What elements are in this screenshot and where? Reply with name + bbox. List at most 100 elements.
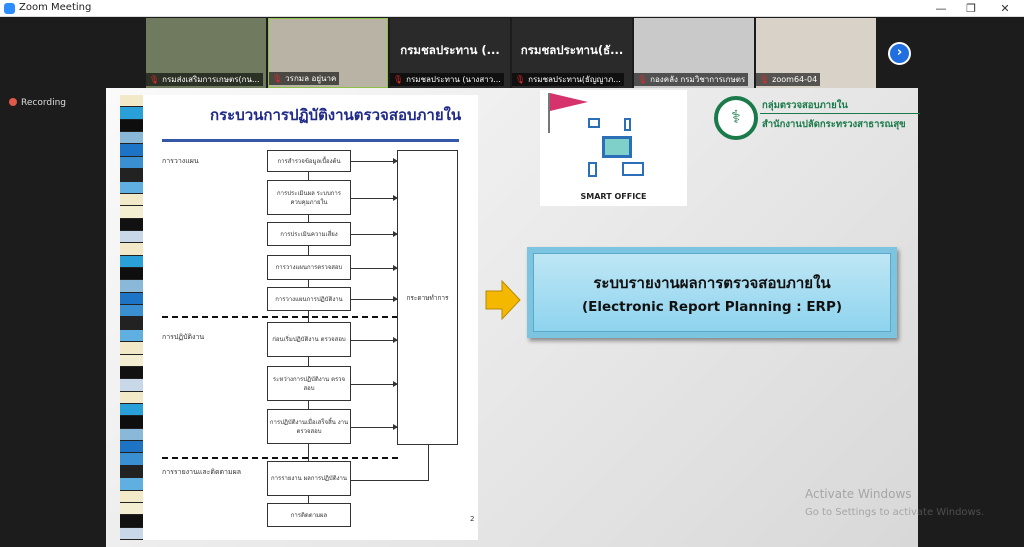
erp-banner: ระบบรายงานผลการตรวจสอบภายใน (Electronic … [527,247,897,338]
activation-watermark-title: Activate Windows [805,487,912,501]
process-step: การติดตามผล [267,503,351,527]
muted-mic-icon: 🎙 [393,75,404,84]
strip-block [120,317,143,330]
arrow-connector [308,496,309,503]
process-step: การรายงาน ผลการปฏิบัติงาน [267,461,351,496]
working-papers-box: กระดาษทำการ [397,150,458,445]
process-step: ก่อนเริ่มปฏิบัติงาน ตรวจสอบ [267,322,351,357]
participant-tile[interactable]: 🎙กองคลัง กรมวิชาการเกษตร [634,18,754,88]
strip-block [120,280,143,293]
maximize-button[interactable]: ❐ [966,2,976,15]
doc-title: กระบวนการปฏิบัติงานตรวจสอบภายใน [210,106,462,124]
close-button[interactable]: ✕ [1000,2,1010,15]
recording-indicator[interactable]: Recording [9,98,66,108]
arrow-connector [308,215,309,222]
flag-icon [548,93,550,133]
participant-tile[interactable]: 🎙กรมส่งเสริมการเกษตร(กน... [146,18,266,88]
strip-block [120,465,143,479]
participant-caption: 🎙zoom64-04 [756,73,821,86]
participant-name: กองคลัง กรมวิชาการเกษตร [650,75,746,84]
participant-tile[interactable]: 🎙วรกมล อยู่นาค [268,18,388,88]
arrow-connector [308,401,309,409]
muted-mic-icon: 🎙 [515,75,526,84]
recording-label: Recording [21,98,67,108]
window-title: Zoom Meeting [19,2,92,13]
participant-name: วรกมล อยู่นาค [285,74,337,83]
strip-block [120,181,143,194]
strip-block [120,428,143,442]
connector [351,480,429,481]
participant-tile[interactable]: กรมชลประทาน (... 🎙กรมชลประทาน (นางสาว... [390,18,510,88]
strip-block [120,515,143,528]
arrow-connector [308,246,309,255]
ministry-seal-icon: ⚕ [714,96,758,140]
strip-block [120,329,143,343]
strip-block [120,144,143,157]
arrow-connector [308,172,309,180]
strip-block [120,502,143,516]
participant-caption: 🎙กองคลัง กรมวิชาการเกษตร [634,73,749,86]
participant-name-large: กรมชลประทาน (... [400,43,500,57]
strip-block [120,490,143,503]
next-page-button[interactable]: › [888,42,911,65]
strip-block [120,156,143,170]
strip-block [120,218,143,231]
strip-block [120,255,143,269]
arrow-connector [308,311,309,322]
zoom-logo-icon [4,3,15,14]
activation-watermark-sub: Go to Settings to activate Windows. [805,507,985,518]
minimize-button[interactable]: — [935,2,947,15]
muted-mic-icon: 🎙 [759,75,770,84]
participant-caption: 🎙กรมชลประทาน(ธัญญาภ... [512,73,624,86]
arrow-connector [351,336,398,343]
strip-block [120,243,143,256]
strip-block [120,527,143,540]
page-number: 2 [470,515,475,523]
strip-block [120,453,143,466]
strip-block [120,379,143,392]
strip-block [120,206,143,219]
arrow-connector [351,296,398,302]
muted-mic-icon: 🎙 [637,75,648,84]
strip-block [120,268,143,281]
process-step: การสำรวจข้อมูลเบื้องต้น [267,150,351,172]
strip-block [120,354,143,367]
strip-block [120,132,143,145]
strip-block [120,391,143,404]
participant-caption: 🎙กรมชลประทาน (นางสาว... [390,73,504,86]
muted-mic-icon: 🎙 [149,75,160,84]
strip-block [120,342,143,355]
banner-subtitle: (Electronic Report Planning : ERP) [581,298,843,315]
section-execution: การปฏิบัติงาน [162,333,205,341]
strip-block [120,193,143,207]
arrow-connector [351,380,398,387]
participant-tile[interactable]: กรมชลประทาน(ธั... 🎙กรมชลประทาน(ธัญญาภ... [512,18,632,88]
process-step: การวางแผนการตรวจสอบ [267,255,351,280]
arrow-connector [351,231,398,237]
strip-block [120,292,143,306]
strip-block [120,416,143,429]
right-arrow-icon [485,280,521,320]
dashed-divider [162,457,398,459]
arrow-connector [308,444,309,461]
strip-block [120,119,143,133]
process-step: การปฏิบัติงานเมื่อเสร็จสิ้น งานตรวจสอบ [267,409,351,444]
participant-name-large: กรมชลประทาน(ธั... [520,43,624,57]
participant-caption: 🎙วรกมล อยู่นาค [269,72,340,85]
process-step: การประเมินผล ระบบการควบคุมภายใน [267,180,351,215]
org-line2: สำนักงานปลัดกระทรวงสาธารณสุข [762,119,906,130]
participant-tile[interactable]: 🎙zoom64-04 [756,18,876,88]
strip-block [120,441,143,454]
arrow-connector [351,194,398,201]
dashed-divider [162,316,398,318]
connector [428,445,429,480]
divider [760,113,920,114]
strip-block [120,403,143,417]
strip-block [120,305,143,318]
process-step: การวางแผนการปฏิบัติงาน [267,287,351,311]
process-step: การประเมินความเสี่ยง [267,222,351,246]
section-reporting: การรายงานและติดตามผล [162,468,241,476]
strip-block [120,478,143,491]
org-line1: กลุ่มตรวจสอบภายใน [762,100,848,111]
strip-block [120,230,143,244]
